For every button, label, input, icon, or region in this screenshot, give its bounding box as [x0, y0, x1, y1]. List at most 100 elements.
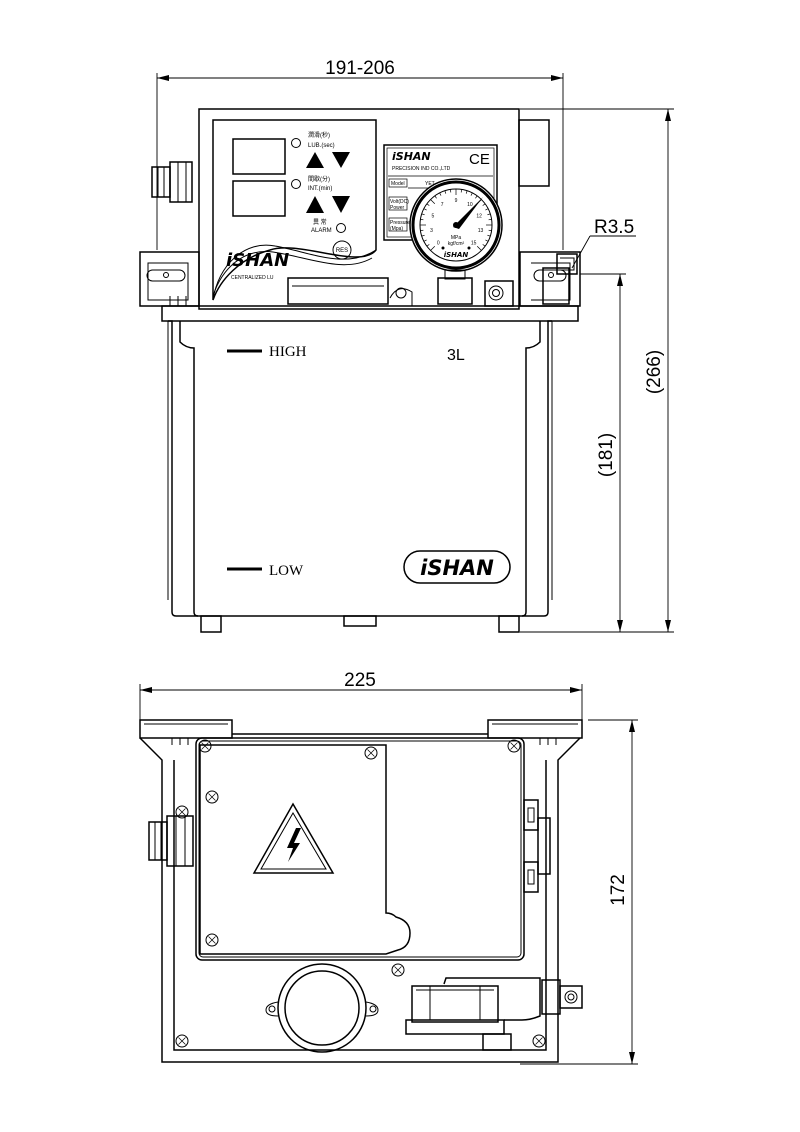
int-display	[232, 180, 286, 217]
lub-display	[232, 138, 286, 175]
oil-tank	[168, 320, 552, 617]
gauge-tick	[434, 195, 437, 199]
gauge-tick	[485, 239, 489, 242]
reset-button[interactable]: RES	[332, 240, 352, 260]
gauge-scale-number: 9	[455, 198, 458, 204]
gauge-tick	[470, 192, 473, 196]
screw	[507, 739, 521, 753]
gauge-tick	[430, 199, 436, 205]
alarm-label: ALARM	[311, 228, 332, 234]
radius-label: R3.5	[594, 217, 634, 238]
dimension-label-top-width: 191-206	[325, 58, 395, 79]
nameplate-brand: iSHAN	[392, 150, 431, 163]
level-high-label: HIGH	[269, 344, 307, 360]
model-label: Model	[391, 181, 405, 187]
screw	[175, 1034, 189, 1048]
gauge-tick	[487, 213, 491, 216]
gauge-tick	[439, 192, 442, 196]
lub-up-button[interactable]	[306, 152, 324, 168]
control-panel	[212, 119, 377, 301]
gauge-tick	[430, 245, 436, 251]
dimension-label-bottom-width: 225	[344, 670, 376, 691]
nameplate-row3-label: Pressure	[390, 220, 410, 226]
gauge-scale-number: 13	[478, 228, 484, 234]
alarm-label-cn: 異 常	[313, 218, 327, 226]
lub-down-button[interactable]	[332, 152, 350, 168]
dimension-label-total-height: (266)	[644, 350, 665, 394]
nameplate-row2-label-b: Power	[390, 205, 405, 211]
high-voltage-warning-icon	[252, 802, 335, 874]
dimension-tank-height: (181)	[580, 273, 626, 632]
gauge-tick	[423, 208, 427, 211]
nameplate-company: PRECISION IND CO.,LTD	[392, 166, 451, 172]
ce-mark: CE	[469, 151, 490, 168]
int-up-button[interactable]	[306, 196, 324, 213]
gauge-needle	[453, 197, 483, 229]
cable-gland-bottom	[148, 815, 194, 867]
plan-view: 225 172	[139, 670, 638, 1065]
pump-assembly	[405, 977, 583, 1051]
dimension-total-height: (266)	[520, 108, 674, 633]
nameplate-row2-label: Volt(DC)	[390, 199, 409, 205]
screw	[198, 739, 212, 753]
gauge-tick	[421, 234, 425, 237]
tank-logo-text: iSHAN	[420, 556, 494, 580]
gauge-brand: iSHAN	[444, 251, 469, 259]
gauge-tick	[482, 244, 486, 247]
screw	[205, 790, 219, 804]
panel-tagline: CENTRALIZED LU	[231, 275, 274, 281]
alarm-led-indicator	[336, 223, 346, 233]
gauge-tick	[426, 244, 430, 247]
lub-led-indicator	[291, 138, 301, 148]
gauge-tick	[475, 195, 478, 199]
lub-label-cn: 潤滑(秒)	[308, 131, 330, 139]
nameplate-row3-label-b: (Mpa)	[390, 226, 403, 232]
front-elevation: 191-206 (266) (181) R3.5	[139, 58, 674, 633]
cable-gland-left	[151, 161, 193, 203]
radius-callout: R3.5	[571, 217, 636, 269]
gauge-sub-label: kgf/cm²	[448, 241, 465, 247]
gauge-tick	[465, 190, 468, 194]
screw	[175, 805, 189, 819]
gauge-scale-number: 3	[430, 228, 433, 234]
gauge-scale-number: 15	[471, 241, 477, 247]
screw	[364, 746, 378, 760]
capacity-label: 3L	[447, 347, 465, 364]
dimension-top-width: 191-206	[156, 58, 564, 250]
gauge-tick	[485, 208, 489, 211]
screw	[205, 933, 219, 947]
lub-label: LUB.(sec)	[308, 143, 335, 149]
gauge-tick	[444, 190, 447, 194]
gauge-unit: MPa	[451, 235, 462, 241]
gauge-scale-number: 5	[432, 213, 435, 219]
electrical-box	[195, 737, 525, 961]
dimension-label-bottom-height: 172	[608, 874, 629, 906]
reset-button-label: RES	[336, 248, 348, 254]
gauge-tick	[487, 234, 491, 237]
dimension-label-tank-height: (181)	[596, 433, 617, 477]
screw	[391, 963, 405, 977]
gauge-scale-number: 0	[437, 241, 440, 247]
gauge-scale-number: 12	[476, 213, 482, 219]
gauge-scale-number: 7	[441, 202, 444, 208]
gauge-tick	[423, 239, 427, 242]
dimension-bottom-width: 225	[139, 670, 583, 720]
gauge-tick	[421, 213, 425, 216]
level-low-label: LOW	[269, 563, 304, 579]
tank-logo: iSHAN	[403, 550, 511, 584]
panel-brand: iSHAN	[226, 250, 289, 271]
gauge-tick	[476, 245, 482, 251]
int-label: INT.(min)	[308, 186, 332, 192]
gauge-scale-number: 10	[467, 202, 473, 208]
int-led-indicator	[291, 179, 301, 189]
gauge-tick	[426, 203, 430, 206]
filler-cap	[265, 963, 379, 1053]
int-label-cn: 間歇(分)	[308, 175, 330, 183]
int-down-button[interactable]	[332, 196, 350, 213]
screw	[532, 1034, 546, 1048]
gauge-tick	[482, 203, 486, 206]
model-value: YET	[425, 181, 435, 187]
dimension-bottom-height: 172	[520, 719, 638, 1065]
